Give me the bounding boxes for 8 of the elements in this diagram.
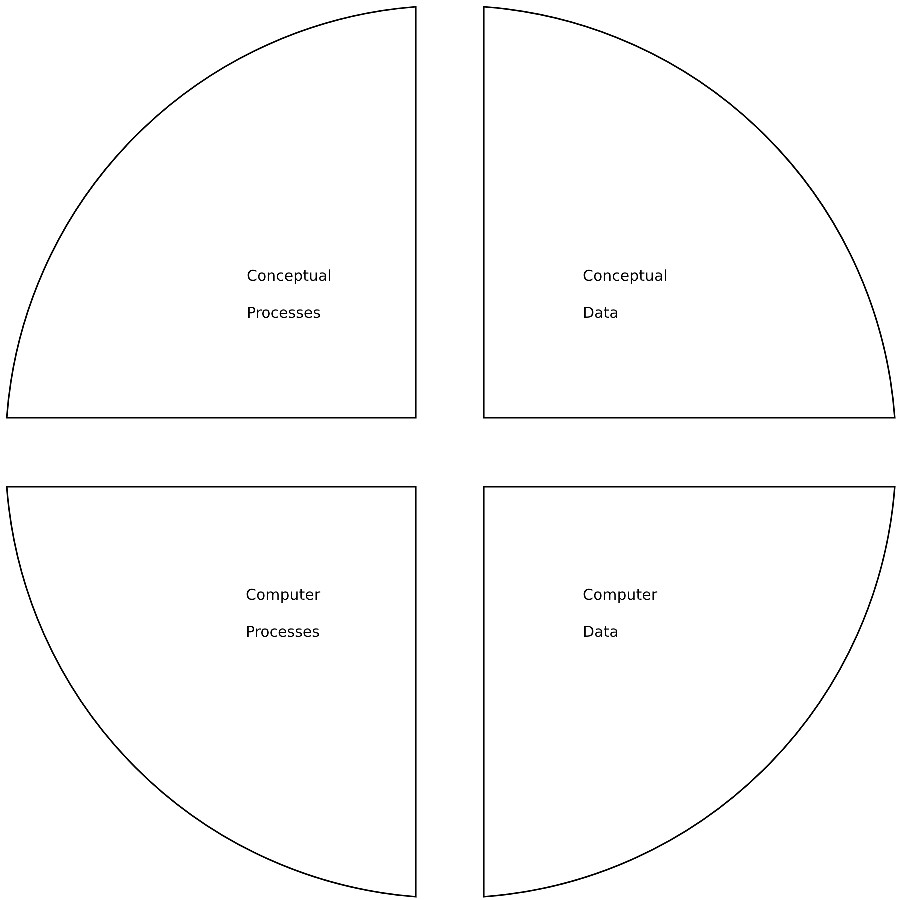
quadrant-label: Conceptual Data bbox=[583, 266, 669, 324]
quadrant-label: Computer Processes bbox=[246, 585, 322, 643]
quadrant-label: Conceptual Processes bbox=[247, 266, 333, 324]
quadrant-shape bbox=[484, 487, 895, 897]
quadrant-label: Computer Data bbox=[583, 585, 659, 643]
quadrant-shape bbox=[7, 487, 416, 897]
quadrant-shape bbox=[7, 7, 416, 418]
quadrant-shape bbox=[484, 7, 895, 418]
